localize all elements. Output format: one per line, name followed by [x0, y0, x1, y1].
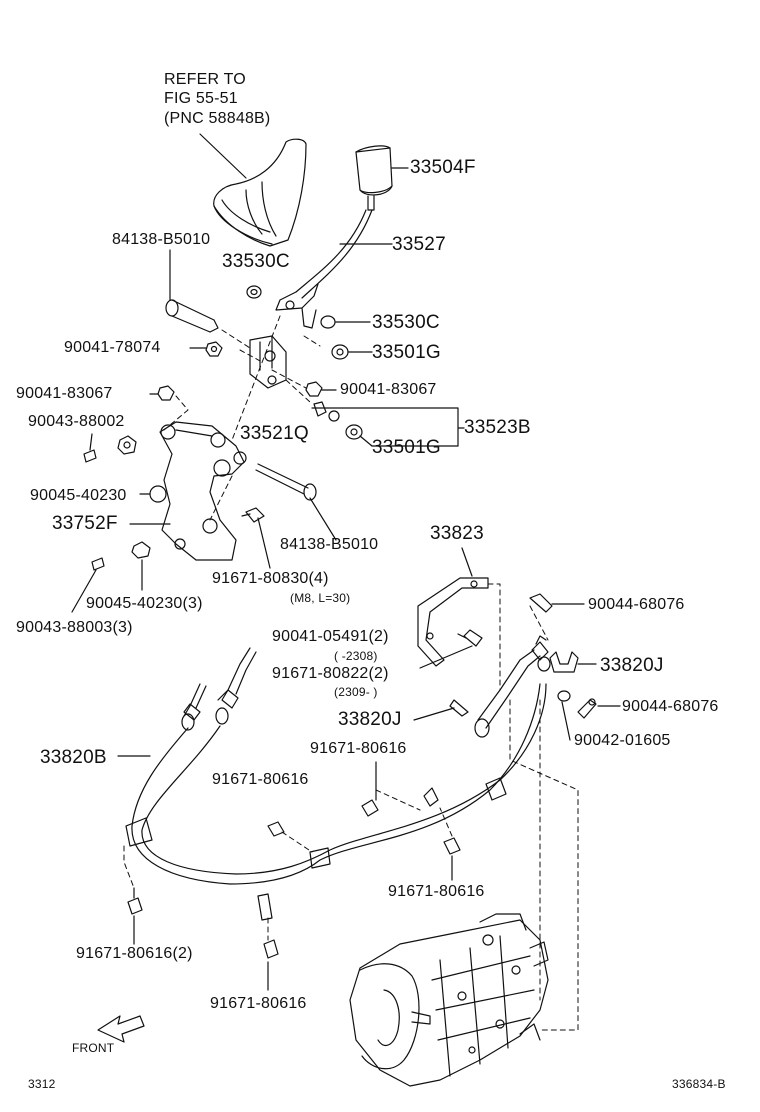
collar-33523B [313, 401, 340, 422]
bushing-33530C-b [320, 315, 336, 329]
clip-33820J-a [549, 651, 579, 673]
part-91671-80616-a: 91671-80616 [310, 740, 407, 757]
bolt-91671-80616-a [361, 799, 379, 817]
nut-90041-78074 [205, 341, 223, 357]
assembly-guides [163, 315, 321, 521]
part-90043-88003-3: 90043-88003(3) [16, 619, 133, 636]
part-90041-83067-left: 90041-83067 [16, 385, 113, 402]
part-90045-40230: 90045-40230 [30, 487, 127, 504]
part-33521Q: 33521Q [240, 423, 309, 444]
part-91671-80616-b: 91671-80616 [212, 771, 309, 788]
bushing-33501G-a [331, 344, 349, 360]
washer-90042-01605 [557, 690, 571, 702]
part-91671-80830-note: (M8, L=30) [290, 591, 351, 605]
leader-84138-bottom [309, 497, 337, 541]
plug-90043-88002 [83, 449, 97, 463]
leader-90043-88002 [89, 433, 93, 451]
part-90041-05491-2: 90041-05491(2) [272, 628, 389, 645]
leader-33820J-b [413, 707, 455, 721]
part-91671-80616-c: 91671-80616 [388, 883, 485, 900]
part-33823: 33823 [430, 523, 484, 544]
base-bracket-33752F [159, 421, 247, 561]
leader-refer [199, 133, 247, 179]
refer-note-line3: (PNC 58848B) [164, 110, 271, 127]
part-90041-05491-note: ( -2308) [334, 649, 378, 663]
leader-90042-01605 [561, 701, 571, 741]
bolt-91671-80616-b [267, 821, 285, 837]
leader-33823 [461, 547, 473, 577]
bolt-91671-80616-d [127, 887, 143, 915]
part-90045-40230-3: 90045-40230(3) [86, 595, 203, 612]
part-33504F: 33504F [410, 157, 476, 178]
nut-90045-40230-3 [131, 541, 151, 559]
clip-90044-68076-b [577, 698, 597, 719]
leader-91671-80830 [257, 517, 271, 569]
part-90043-88002: 90043-88002 [28, 413, 125, 430]
part-91671-80616-d: 91671-80616 [210, 995, 307, 1012]
bolt-91671-80616-e [263, 939, 279, 959]
shift-boot [213, 138, 307, 247]
part-33752F: 33752F [52, 513, 118, 534]
transmission [349, 913, 549, 1087]
cable-33820B [125, 635, 551, 921]
part-33820B: 33820B [40, 747, 107, 768]
part-90044-68076-a: 90044-68076 [588, 596, 685, 613]
cable-guides [123, 583, 579, 1031]
part-33820J-a: 33820J [600, 655, 664, 676]
bracket-33521Q [249, 335, 287, 389]
part-90042-01605: 90042-01605 [574, 732, 671, 749]
part-33820J-b: 33820J [338, 709, 402, 730]
pin-84138-top [165, 299, 219, 333]
nut-90045-40230-a [117, 435, 137, 455]
part-91671-80822-note: (2309- ) [334, 685, 378, 699]
leader-90043-88003 [71, 569, 97, 613]
bushing-33501G-b [345, 424, 363, 440]
bolt-91671-80830 [241, 507, 265, 523]
bolt-90041-05491 [457, 629, 483, 647]
refer-note-line2: FIG 55-51 [164, 90, 238, 107]
part-33523B: 33523B [464, 417, 531, 438]
front-label: FRONT [72, 1041, 115, 1055]
part-33501G-a: 33501G [372, 342, 441, 363]
part-91671-80830-4: 91671-80830(4) [212, 570, 329, 587]
part-33530C-b: 33530C [372, 312, 440, 333]
part-90044-68076-b: 90044-68076 [622, 698, 719, 715]
nut-90041-83067-right [305, 381, 323, 397]
shift-knob [355, 145, 393, 211]
bolt-91671-80616-c [443, 837, 461, 855]
figure-code-right: 336834-B [672, 1077, 726, 1091]
part-90041-83067-right: 90041-83067 [340, 381, 437, 398]
nut-90041-83067-left [157, 385, 175, 401]
shift-lever [275, 209, 373, 329]
bracket-33523B [311, 407, 465, 447]
plug-90043-88003 [91, 557, 105, 571]
part-84138-B5010-top: 84138-B5010 [112, 231, 211, 248]
part-91671-80822-2: 91671-80822(2) [272, 665, 389, 682]
figure-code-left: 3312 [28, 1077, 56, 1091]
pin-84138-bottom [255, 463, 317, 501]
front-arrow-icon [97, 1015, 145, 1043]
bushing-33530C-a [246, 285, 262, 299]
part-33501G-b: 33501G [372, 437, 441, 458]
part-91671-80616-2: 91671-80616(2) [76, 945, 193, 962]
refer-note-line1: REFER TO [164, 71, 246, 88]
clip-90044-68076-a [529, 593, 553, 613]
clip-33820J-b [449, 699, 469, 717]
part-84138-B5010-bottom: 84138-B5010 [280, 536, 379, 553]
part-90041-78074: 90041-78074 [64, 339, 161, 356]
part-33530C-a: 33530C [222, 251, 290, 272]
bracket-33823 [417, 577, 489, 667]
leader-90041-05491 [419, 645, 473, 669]
leader-33501G-b [359, 435, 373, 447]
nut-90045-40230-b [149, 485, 167, 503]
part-33527: 33527 [392, 234, 446, 255]
